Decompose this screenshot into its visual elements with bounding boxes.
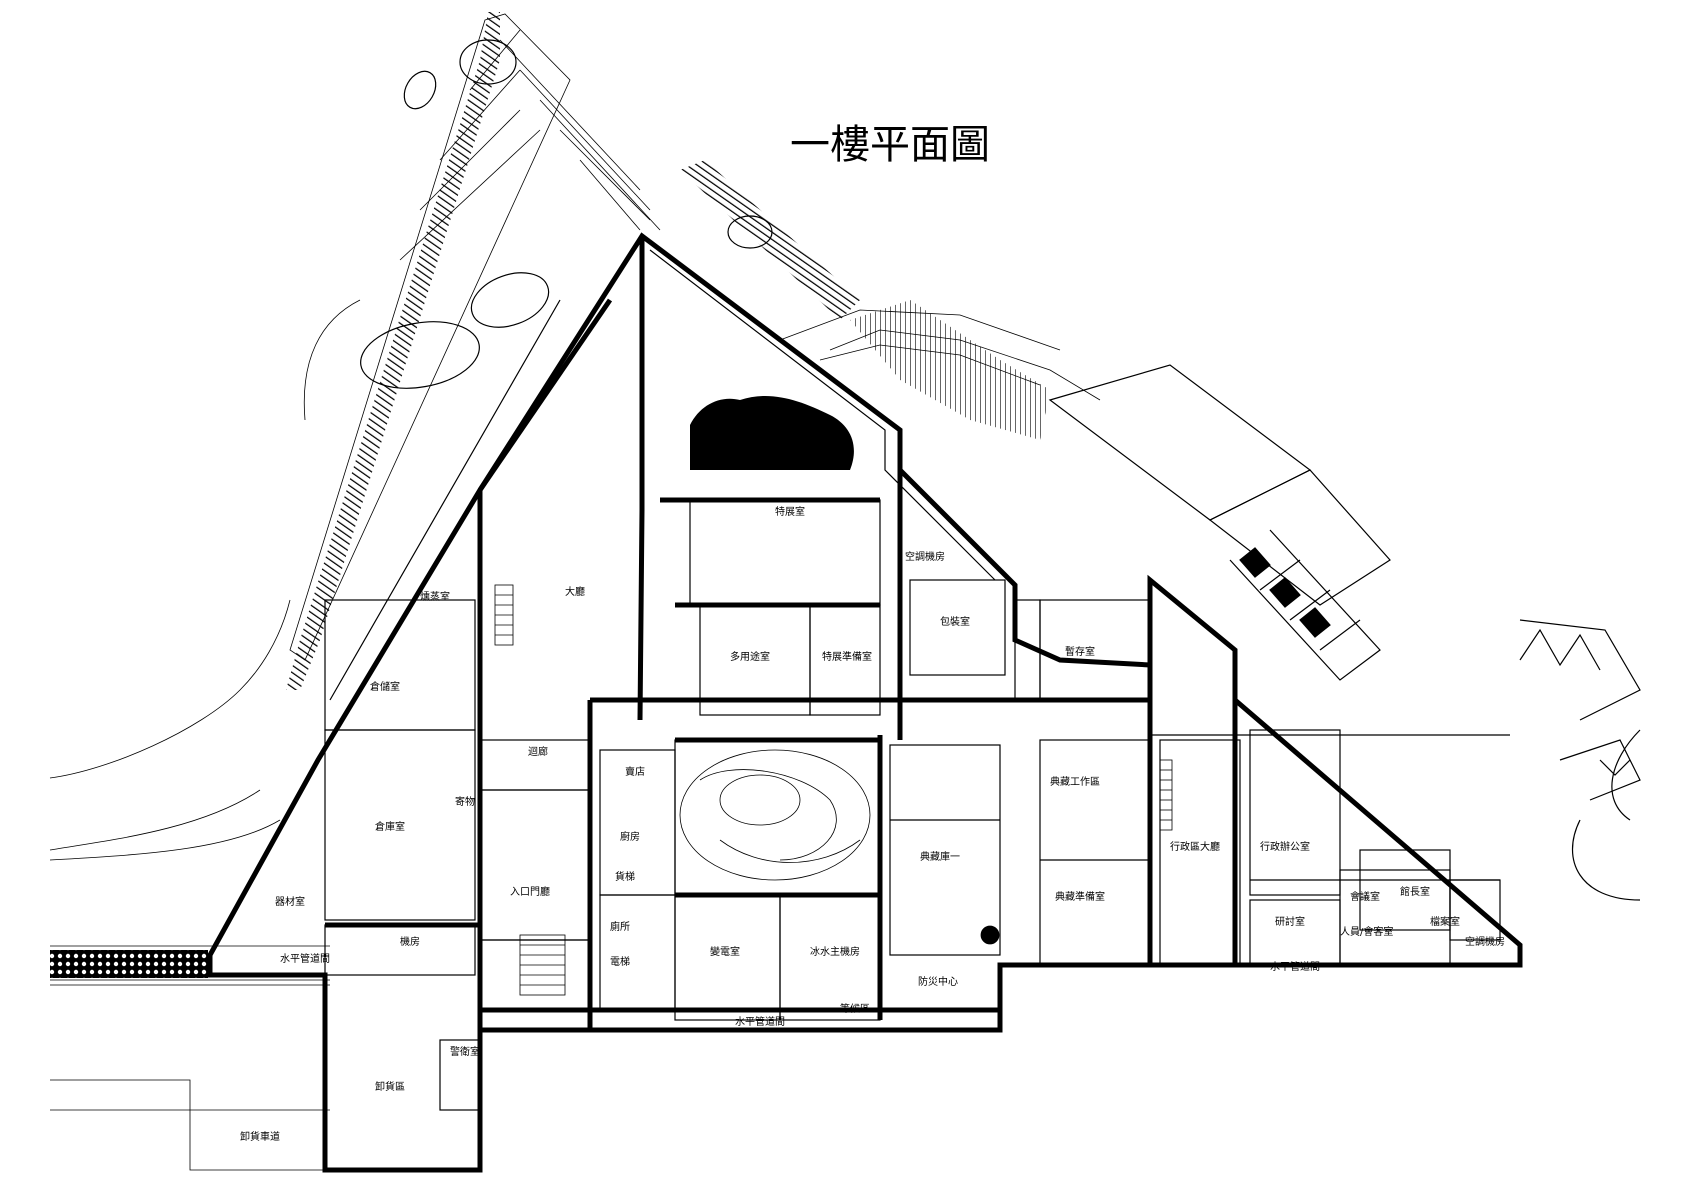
room-warehouse: 倉儲室 [370,680,400,693]
hatched-ramp [286,12,500,690]
exterior-wall [207,232,1523,1173]
room-elevator: 電梯 [610,955,630,968]
room-outdoor-storage: 器材室 [275,895,305,908]
room-hvac-1: 空調機房 [905,550,945,563]
room-entrance-hall: 入口門廳 [510,885,550,898]
room-guard: 警衛室 [450,1045,480,1058]
room-collection-prep: 典藏準備室 [1055,890,1105,903]
paved-walkway [50,950,208,978]
room-transformer: 變電室 [710,945,740,958]
room-pipe-1: 水平管道間 [1270,960,1320,973]
hatched-terrace [850,300,1050,440]
room-unloading: 卸貨區 [375,1080,405,1093]
room-special-exhibition: 特展室 [775,505,805,518]
room-machine: 機房 [400,935,420,948]
plan-title: 一樓平面圖 [790,122,990,168]
room-small-office: 館長室 [1400,885,1430,898]
tree-blob [459,39,517,85]
room-labels: 特展室 大廳 多用途室 特展準備室 空調機房 典藏庫一 冰水主機房 變電室 行政… [240,505,1505,1143]
room-staff: 人員/會客室 [1340,925,1393,938]
room-store: 賣店 [625,765,645,778]
room-storage-1: 倉庫室 [375,820,405,833]
room-waiting: 等候區 [840,1002,870,1015]
building [207,232,1523,1173]
room-lift: 貨梯 [615,870,635,883]
room-ice-water: 冰水主機房 [810,945,860,958]
room-deposit: 寄物 [455,795,475,808]
room-packing: 包裝室 [940,615,970,628]
room-admin-lobby: 行政區大廳 [1170,840,1220,853]
plaza-block [1048,364,1312,521]
room-special-prep: 特展準備室 [822,650,872,663]
stairs [494,584,1173,996]
room-meeting: 會議室 [1350,890,1380,903]
rock-garden [690,395,854,470]
parking-stalls [1229,529,1381,681]
room-research: 研討室 [1275,915,1305,928]
room-pipe-2: 水平管道間 [735,1015,785,1028]
room-collection-workroom: 典藏工作區 [1050,775,1100,788]
room-kitchen: 廚房 [620,830,640,843]
lane-stripes [399,29,661,261]
room-corridor: 迴廊 [528,745,548,758]
room-fumigation: 燻蒸室 [420,590,450,603]
exhibit-feature [679,749,1000,945]
interior-partitions [324,499,1510,1111]
room-archive: 檔案室 [1430,915,1460,928]
room-multipurpose: 多用途室 [730,650,770,663]
room-fire-control: 防災中心 [918,975,958,988]
room-lobby: 大廳 [565,585,585,598]
room-restroom: 廁所 [610,920,630,933]
room-admin-office: 行政辦公室 [1260,840,1310,853]
room-collection-1: 典藏庫一 [920,850,960,863]
room-temp-collection: 暫存室 [1065,645,1095,658]
room-pipe-3: 水平管道間 [280,952,330,965]
parking-angled [1519,619,1641,901]
site-context [49,12,1641,1171]
room-loading-platform: 卸貨車道 [240,1130,280,1143]
room-hvac-2: 空調機房 [1465,935,1505,948]
